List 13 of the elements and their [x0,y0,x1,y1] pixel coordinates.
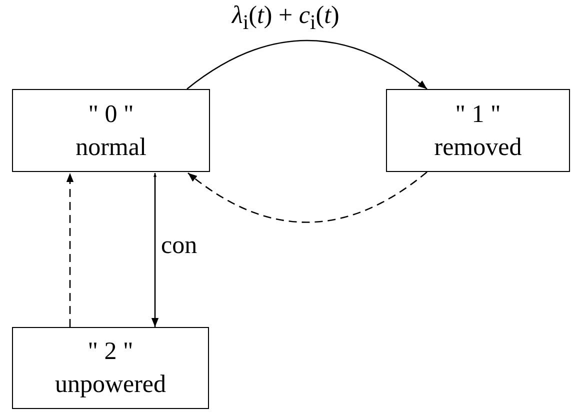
arrow [151,173,159,327]
state-name: removed [434,132,522,162]
state-number: " 1 " [455,100,501,130]
arrow [186,40,428,90]
state-number: " 0 " [88,100,134,130]
dashed-arrow [188,171,428,223]
state-box [386,89,570,172]
state-name: unpowered [54,370,166,400]
state-box [12,327,209,409]
state-number: " 2 " [88,337,134,367]
dashed-arrow [66,173,74,327]
state-name: normal [76,132,146,162]
state-box [12,89,210,172]
